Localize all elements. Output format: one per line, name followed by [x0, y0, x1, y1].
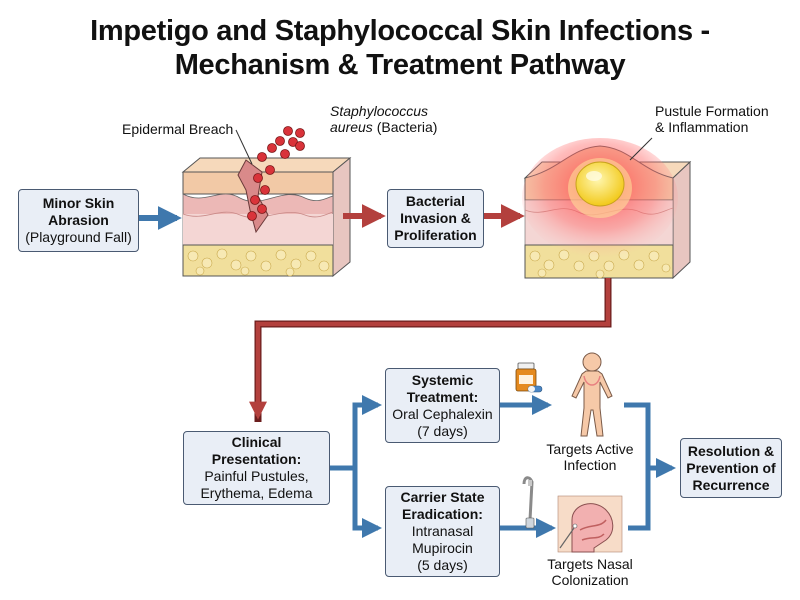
carrier-line-3: Intranasal — [411, 523, 474, 539]
carrier-line-4: Mupirocin — [412, 540, 473, 556]
targets-active-line-2: Infection — [563, 457, 617, 473]
resolution-line-2: Prevention of — [686, 459, 776, 476]
page-title: Impetigo and Staphylococcal Skin Infecti… — [0, 14, 800, 82]
invasion-line-2: Invasion & — [400, 210, 471, 226]
ointment-tube-icon — [522, 476, 535, 529]
bacteria-species: Staphylococcus — [330, 103, 429, 119]
carrier-line-1: Carrier State — [400, 489, 485, 505]
bacteria-suffix: (Bacteria) — [376, 119, 438, 135]
pustule-icon — [522, 138, 692, 280]
resolution-line-1: Resolution & — [687, 442, 775, 459]
label-epidermal-breach: Epidermal Breach — [122, 121, 234, 137]
targets-nasal-line-1: Targets Nasal — [547, 556, 633, 572]
box-minor-skin-abrasion: Minor Skin Abrasion (Playground Fall) — [18, 189, 139, 252]
clinical-line-3: Painful Pustules, — [204, 468, 309, 484]
arrow-active-to-resolution — [624, 402, 676, 478]
clinical-line-2: Presentation: — [211, 451, 302, 467]
title-line-1: Impetigo and Staphylococcal Skin Infecti… — [90, 15, 710, 47]
label-bacteria: Staphylococcus aureus (Bacteria) — [330, 103, 437, 135]
arrow-clinical-to-systemic — [330, 395, 382, 471]
invasion-line-1: Bacterial — [405, 193, 466, 209]
pill-bottle-icon — [515, 362, 543, 393]
abrasion-line-2: Abrasion — [48, 212, 109, 228]
systemic-line-3: Oral Cephalexin — [392, 405, 493, 422]
arrow-nasal-to-resolution — [628, 468, 651, 531]
bacteria-name-line: aureus (Bacteria) — [330, 119, 437, 135]
targets-active-line-1: Targets Active — [546, 441, 634, 457]
skin-cross-section-icon — [181, 156, 352, 278]
bacteria-species-2: aureus — [330, 119, 373, 135]
carrier-line-5: (5 days) — [417, 557, 468, 573]
title-line-2: Mechanism & Treatment Pathway — [174, 49, 626, 81]
resolution-line-3: Recurrence — [692, 476, 770, 493]
human-body-icon — [571, 352, 613, 437]
systemic-line-1: Systemic — [411, 371, 474, 388]
box-carrier-state-eradication: Carrier State Eradication: Intranasal Mu… — [385, 486, 500, 577]
box-clinical-presentation: Clinical Presentation: Painful Pustules,… — [183, 431, 330, 505]
systemic-line-4: (7 days) — [417, 422, 468, 439]
pustule-line-1: Pustule Formation — [655, 103, 769, 119]
systemic-line-2: Treatment: — [406, 388, 479, 405]
nasal-cavity-icon — [557, 495, 623, 553]
box-bacterial-invasion: Bacterial Invasion & Proliferation — [387, 189, 484, 248]
abrasion-line-1: Minor Skin — [42, 195, 115, 211]
label-targets-nasal: Targets Nasal Colonization — [540, 556, 640, 588]
clinical-line-4: Erythema, Edema — [200, 485, 313, 501]
breach-pointer — [235, 129, 253, 165]
pustule-pointer — [629, 137, 653, 161]
invasion-line-3: Proliferation — [394, 227, 477, 243]
targets-nasal-line-2: Colonization — [551, 572, 629, 588]
label-pustule-formation: Pustule Formation & Inflammation — [655, 103, 769, 135]
carrier-line-2: Eradication: — [402, 506, 483, 522]
abrasion-line-3: (Playground Fall) — [25, 229, 132, 245]
connector-pustule-to-clinical — [249, 278, 611, 420]
clinical-line-1: Clinical — [231, 434, 282, 450]
box-systemic-treatment: Systemic Treatment: Oral Cephalexin (7 d… — [385, 368, 500, 443]
bacteria-icon — [247, 126, 305, 221]
arrow-clinical-to-carrier — [352, 468, 382, 538]
label-targets-active: Targets Active Infection — [538, 441, 642, 473]
pustule-line-2: & Inflammation — [655, 119, 749, 135]
box-resolution: Resolution & Prevention of Recurrence — [680, 438, 782, 498]
